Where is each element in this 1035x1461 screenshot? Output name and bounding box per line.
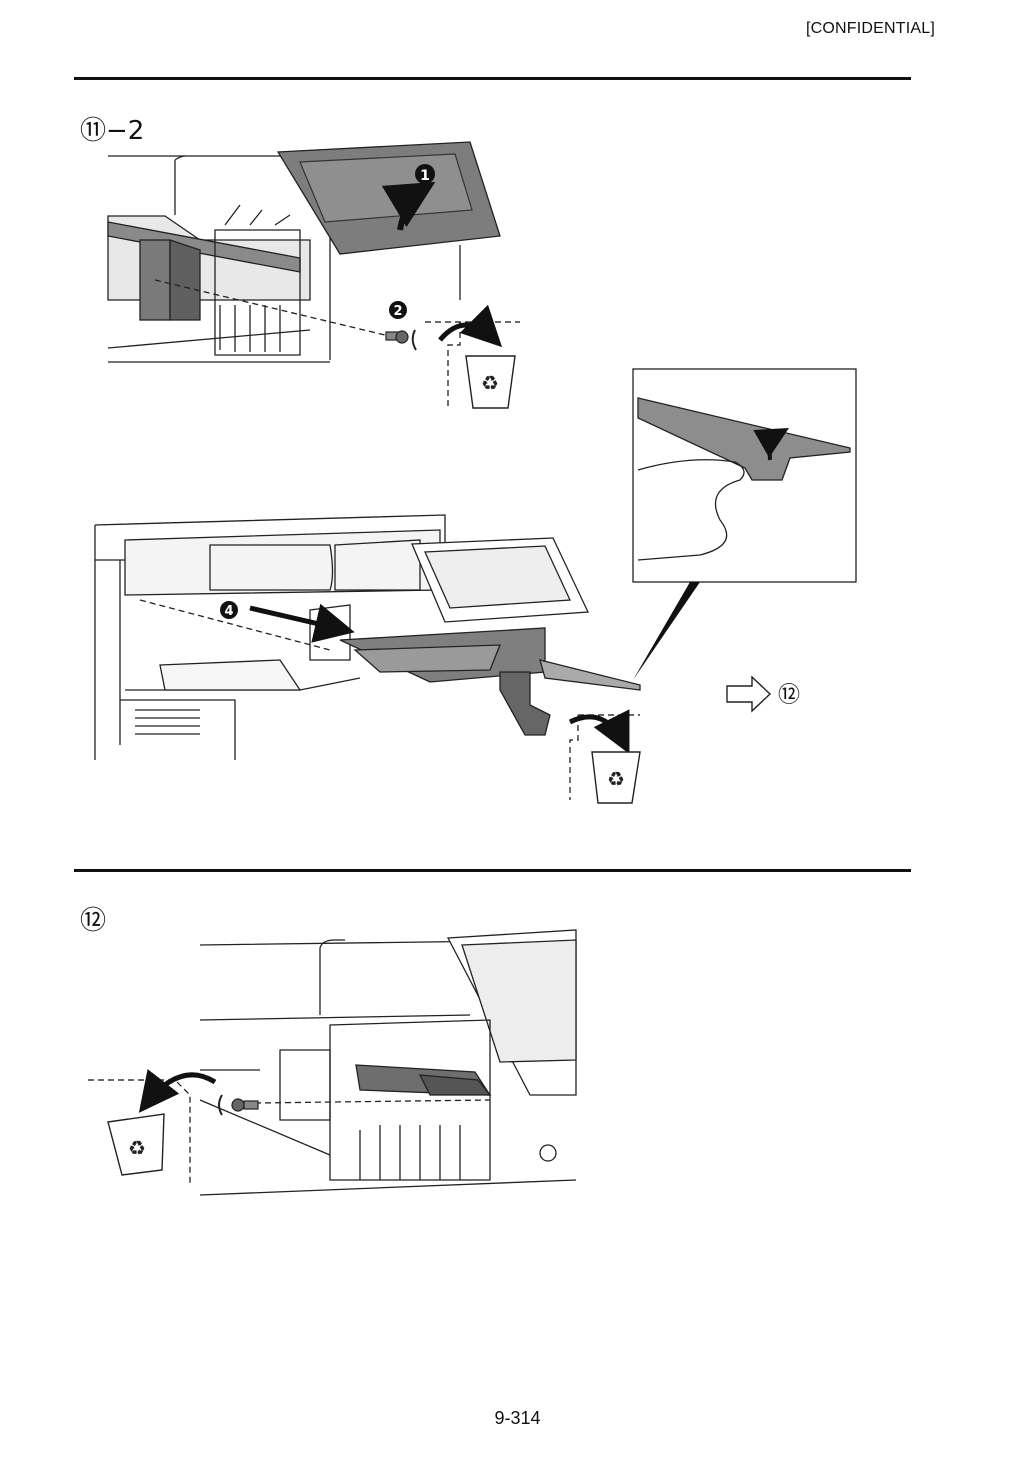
- section-divider-middle: [74, 869, 911, 872]
- illustration-tray-removal: [94, 514, 641, 760]
- discard-arrow: [425, 304, 520, 410]
- svg-text:♻: ♻: [481, 373, 499, 395]
- recycle-bin-icon-3: ♻: [107, 1113, 165, 1176]
- confidential-label: [CONFIDENTIAL]: [805, 20, 935, 37]
- inset-hand-detail: [632, 368, 857, 680]
- discard-arrow-3: [88, 1069, 217, 1185]
- control-panel-lifted: [276, 141, 501, 255]
- step-label-11-2: ⑪−2: [80, 116, 145, 146]
- svg-text:♻: ♻: [607, 769, 625, 791]
- svg-text:1: 1: [420, 168, 430, 184]
- svg-text:4: 4: [224, 604, 233, 619]
- display-panel: [411, 537, 589, 623]
- illustration-panel-removal: [107, 155, 461, 363]
- go-to-step-arrow-icon: [726, 675, 772, 713]
- recycle-bin-icon: ♻: [465, 355, 516, 409]
- discard-arrow-2: [568, 709, 640, 800]
- page-number: 9-314: [494, 1408, 541, 1428]
- svg-text:2: 2: [393, 304, 402, 319]
- svg-text:♻: ♻: [128, 1138, 146, 1160]
- screw-icon: [385, 329, 417, 351]
- section-divider-top: [74, 77, 911, 80]
- screw-icon-2: [218, 1094, 259, 1116]
- step-label-12: ⑫: [80, 906, 107, 936]
- next-step-label: ⑫: [778, 683, 800, 708]
- recycle-bin-icon-2: ♻: [591, 751, 641, 804]
- illustration-step12: [199, 929, 577, 1196]
